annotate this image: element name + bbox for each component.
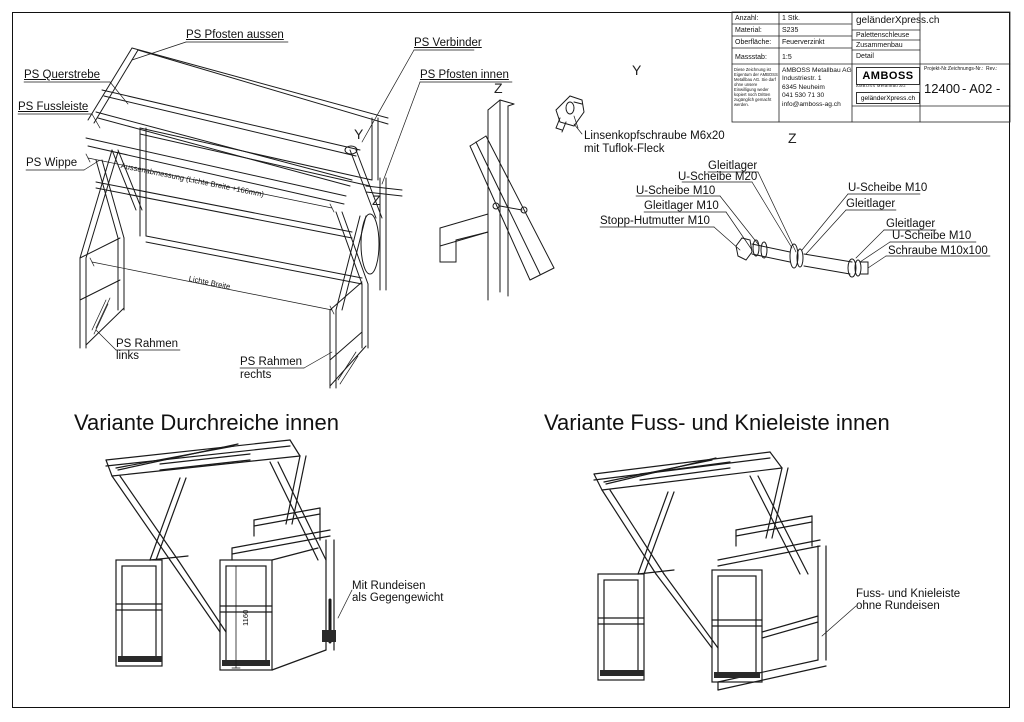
tb-value-material: S235 xyxy=(782,27,799,34)
tb-drawing-number: - A02 - xyxy=(962,81,1001,96)
label-ps-rahmen-rechts-2: rechts xyxy=(240,369,272,381)
label-ps-pfosten-innen: PS Pfosten innen xyxy=(420,69,509,81)
label-ps-rahmen-links-1: PS Rahmen xyxy=(116,338,179,350)
label-gleitlager-top: Gleitlager xyxy=(708,160,758,172)
variant-left-drawing xyxy=(105,439,335,671)
tb-header-zeichnung: Zeichnungs-Nr.: xyxy=(948,66,984,72)
tb-project-title: geländerXpress.ch xyxy=(856,15,940,26)
tb-value-massstab: 1:5 xyxy=(782,54,792,61)
tb-company-line-5: info@amboss-ag.ch xyxy=(782,100,841,108)
label-tuflok-fleck: mit Tuflok-Fleck xyxy=(584,143,665,155)
label-u-scheibe-m10-a: U-Scheibe M10 xyxy=(636,185,716,197)
tb-copyright-note: Diese Zeichnung ist Eigentum der AMBOSS … xyxy=(734,67,778,107)
label-ps-rahmen-links-2: links xyxy=(116,350,140,362)
leader-fussleiste xyxy=(821,605,857,637)
leader-lines-main xyxy=(17,41,513,369)
label-gleitlager-c: Gleitlager xyxy=(886,218,936,230)
tb-header-rev: Rev.: xyxy=(986,66,998,72)
amboss-logo: AMBOSS xyxy=(856,67,920,85)
main-frame-drawing xyxy=(79,47,403,389)
heading-variante-durchreiche: Variante Durchreiche innen xyxy=(74,410,339,435)
variant-left-footplates xyxy=(118,630,336,666)
view-title-z-right: Z xyxy=(788,130,797,146)
label-gleitlager-m10: Gleitlager M10 xyxy=(644,200,719,212)
variant-right-drawing xyxy=(593,451,827,691)
label-mit-rundeisen: Mit Rundeisen xyxy=(352,580,426,592)
title-block-grid xyxy=(731,11,1011,123)
label-u-scheibe-m10-c: U-Scheibe M10 xyxy=(892,230,972,242)
label-fuss-knieleiste: Fuss- und Knieleiste xyxy=(856,588,961,600)
leader-lines-detail xyxy=(573,115,991,269)
tb-desc-1: Palettenschleuse xyxy=(856,32,910,39)
variant-right-footplates xyxy=(600,670,760,678)
detail-z-drawing xyxy=(439,99,555,301)
label-ps-fussleiste: PS Fussleiste xyxy=(18,101,89,113)
tb-company-line-2: Industriestr. 1 xyxy=(782,75,822,83)
drawing-sheet-border xyxy=(12,12,1010,708)
leader-rundeisen xyxy=(337,589,353,619)
label-ps-querstrebe: PS Querstrebe xyxy=(24,69,101,81)
left-hatch xyxy=(91,297,111,335)
tb-desc-3: Detail xyxy=(856,53,874,60)
tb-project-number: 12400 xyxy=(924,81,961,96)
view-title-z-left: Z xyxy=(494,80,503,96)
gelaenderxpress-logo: geländerXpress.ch xyxy=(856,92,920,104)
label-ps-wippe: PS Wippe xyxy=(26,157,78,169)
label-u-scheibe-m10-b: U-Scheibe M10 xyxy=(848,182,928,194)
label-linsenkopfschraube: Linsenkopfschraube M6x20 xyxy=(584,130,725,142)
label-gleitlager-b: Gleitlager xyxy=(846,198,896,210)
label-ps-pfosten-aussen: PS Pfosten aussen xyxy=(186,29,284,41)
tb-company-address: AMBOSS Metallbau AG Industriestr. 1 6345… xyxy=(782,67,860,109)
view-title-y: Y xyxy=(632,62,642,78)
tb-company-line-4: 041 530 71 30 xyxy=(782,92,825,100)
label-stopp-hutmutter: Stopp-Hutmutter M10 xyxy=(600,215,710,227)
view-marker-z: Z xyxy=(372,192,381,208)
label-ps-rahmen-rechts-1: PS Rahmen xyxy=(240,356,303,368)
tb-label-anzahl: Anzahl: xyxy=(735,15,759,22)
heading-variante-fuss-knieleiste: Variante Fuss- und Knieleiste innen xyxy=(544,410,890,435)
tb-label-oberflaeche: Oberfläche: xyxy=(735,39,772,46)
dimension-1160 xyxy=(231,565,241,669)
label-u-scheibe-m20: U-Scheibe M20 xyxy=(678,171,758,183)
label-dim-1160: 1160 xyxy=(241,609,250,626)
tb-label-massstab: Massstab: xyxy=(735,54,767,61)
detail-bolt-drawing xyxy=(735,237,869,278)
tb-company-line-1: AMBOSS Metallbau AG xyxy=(782,67,852,74)
tb-header-projekt: Projekt-Nr.: xyxy=(924,66,950,72)
tb-company-line-3: 6345 Neuheim xyxy=(782,83,825,91)
label-als-gegengewicht: als Gegengewicht xyxy=(352,592,444,604)
tb-desc-2: Zusammenbau xyxy=(856,42,903,49)
label-ps-verbinder: PS Verbinder xyxy=(414,37,482,49)
tb-value-oberflaeche: Feuerverzinkt xyxy=(782,39,825,46)
amboss-logo-subtext: AMBOSS Metallbau AG xyxy=(856,83,906,88)
detail-y-drawing xyxy=(555,95,585,135)
tb-value-anzahl: 1 Stk. xyxy=(782,15,800,22)
label-ohne-rundeisen: ohne Rundeisen xyxy=(856,600,940,612)
label-schraube-m10x100: Schraube M10x100 xyxy=(888,245,988,257)
tb-label-material: Material: xyxy=(735,27,762,34)
view-marker-y: Y xyxy=(354,126,364,142)
